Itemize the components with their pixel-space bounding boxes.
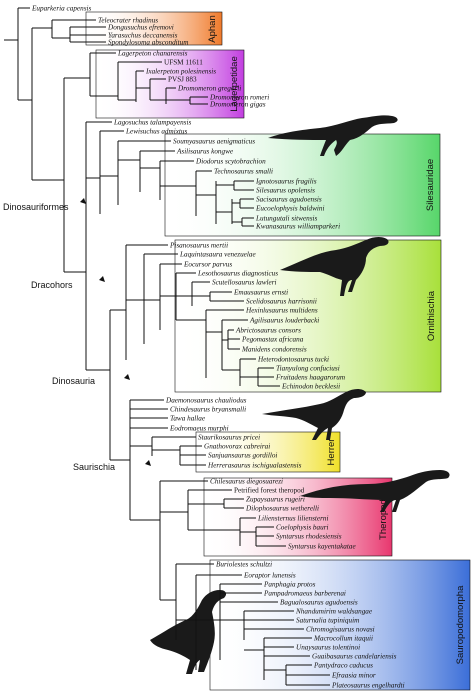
sauropodomorph-silhouette-icon (150, 590, 227, 674)
taxon-label: Lagosuchus talampayensis (113, 119, 191, 127)
taxon-label: Agilisaurus louderbacki (249, 317, 319, 325)
taxon-label: Echinodon becklesii (281, 383, 340, 391)
taxon-label: Silesaurus opolensis (256, 187, 315, 195)
taxon-label: Dromomeron gigas (209, 101, 266, 109)
taxon-label: Panphagia protos (263, 581, 316, 589)
taxon-label: Chilesaurus diegosuarezi (210, 478, 283, 486)
taxon-label: Lagerpeton chanarensis (117, 50, 188, 58)
node-label-dracohors: Dracohors (31, 280, 73, 290)
clade-box-lagerpetidae (95, 49, 245, 119)
taxon-label: Chindesaurus bryansmalli (170, 406, 246, 414)
taxon-label: Ixalerpeton polesinensis (145, 68, 216, 76)
taxon-label: Hexinlusaurus multidens (245, 307, 318, 315)
taxon-label: Macrocollum itaquii (313, 635, 373, 643)
taxon-label: Sacisaurus agudoensis (256, 196, 322, 204)
taxon-label: PVSJ 883 (168, 76, 197, 84)
clade-label-herrer: Herrer (326, 439, 337, 466)
taxon-label: Nhandumirim waldsangae (295, 608, 373, 616)
taxon-label: Abrictosaurus consors (235, 327, 301, 335)
taxon-label: Bagualosaurus agudoensis (280, 599, 358, 607)
taxon-label: Staurikosaurus pricei (198, 434, 260, 442)
taxon-label: Coelophysis bauri (276, 524, 329, 532)
herrerasaur-silhouette-icon (262, 389, 366, 440)
clade-label-sauropodomorpha: Sauropodomorpha (455, 585, 466, 664)
taxon-label: Eucoelophysis baldwini (255, 205, 324, 213)
taxon-label: Lewisuchus admixtus (125, 128, 187, 136)
taxon-label: Liliensternus liliensterni (257, 515, 328, 523)
node-label-dinosauriformes: Dinosauriformes (3, 202, 69, 212)
taxon-label: Scutellosaurus lawleri (212, 279, 277, 287)
node-arrow-dracohors (99, 276, 105, 282)
clade-label-aphan: Aphan (207, 15, 218, 42)
taxon-label: Daemonosaurus chauliodus (165, 397, 247, 405)
taxon-label: Plateosaurus engelhardti (331, 682, 405, 690)
taxon-label: Eoraptor lunensis (243, 572, 296, 580)
clade-label-theropoda: Theropoda (378, 493, 389, 540)
taxon-label: Syntarsus rhodesiensis (276, 533, 342, 541)
ornithischian-silhouette-icon (280, 237, 389, 296)
taxon-label: Gnathovorax cabreirai (204, 443, 270, 451)
taxon-label: Buriolestes schultzi (216, 561, 272, 569)
taxon-label: Yarasuchus deccanensis (108, 32, 178, 40)
taxon-label: Herrerasaurus ischigualastensis (207, 462, 302, 470)
taxon-label: Chromogisaurus novasi (306, 626, 375, 634)
taxon-label: Manidens condorensis (241, 346, 307, 354)
clade-box-aphan (85, 11, 223, 46)
taxon-label: Fruitadens haagarorum (275, 374, 345, 382)
taxon-label: Guaibasaurus candelariensis (312, 653, 397, 661)
taxon-label: Pampadromaeus barberenai (263, 590, 346, 598)
taxon-label: Scelidosaurus harrisonii (246, 298, 317, 306)
taxon-label: Efraasia minor (331, 672, 376, 680)
taxon-label: Dromomeron romeri (209, 94, 269, 102)
taxon-label: Zupaysaurus rugeiri (246, 496, 305, 504)
node-arrow-dinosauriformes (80, 198, 86, 204)
taxon-label: Syntarsus kayentakatae (288, 543, 356, 551)
taxon-label: Pisanosaurus mertii (169, 242, 228, 250)
taxon-label: UFSM 11611 (164, 59, 203, 67)
taxon-label: Teleocrater rhadinus (98, 17, 158, 25)
taxon-label: Soumyasaurus aenigmaticus (173, 138, 255, 146)
node-arrows (80, 198, 151, 466)
taxon-label: Lesothosaurus diagnosticus (197, 270, 278, 278)
taxon-label: Sanjuansaurus gordilloi (208, 452, 277, 460)
lewisuchus-silhouette-icon (268, 115, 398, 156)
taxon-label: Pegomastax africana (241, 336, 304, 344)
taxon-label: Ignotosaurus fragilis (255, 178, 317, 186)
clade-label-ornithischia: Ornithischia (426, 290, 437, 341)
clade-label-silesauridae: Silesauridae (425, 159, 436, 211)
taxon-label: Laquintasaura venezuelae (179, 251, 256, 259)
taxon-label: Tawa hallae (170, 415, 206, 423)
clade-label-lagerpetidae: Lagerpetidae (229, 56, 240, 111)
node-label-saurischia: Saurischia (73, 462, 115, 472)
taxon-label: Eodromaeus murphi (169, 425, 229, 433)
taxon-label: Eocursor parvus (183, 261, 232, 269)
taxon-label: Asilisaurus kongwe (176, 148, 234, 156)
taxon-label: Spondylosoma absconditum (108, 39, 188, 47)
taxon-label: Emausaurus ernsti (233, 289, 288, 297)
taxon-label: Kwanasaurus williamparkeri (255, 223, 340, 231)
taxon-label: Dongusuchus efremovi (107, 24, 174, 32)
node-arrow-dinosauria (124, 374, 130, 380)
taxon-label: Unaysaurus tolentinoi (296, 644, 360, 652)
taxon-label: Euparkeria capensis (31, 5, 91, 13)
node-arrow-saurischia (145, 460, 151, 466)
taxon-label: Saturnalia tupiniquim (296, 617, 359, 625)
taxon-label: Technosaurus smalli (214, 168, 273, 176)
taxon-label: Diodorus scytobrachion (195, 158, 266, 166)
clade-box-sauropodomorpha (209, 559, 471, 691)
tree-branches (4, 7, 330, 686)
taxon-label: Tianyulong confuciusi (276, 365, 340, 373)
taxon-label: Heterodontosaurus tucki (257, 356, 329, 364)
taxon-label: Pantydraco caducus (313, 662, 373, 670)
node-label-dinosauria: Dinosauria (52, 376, 95, 386)
theropod-silhouette-icon (300, 470, 450, 512)
taxon-label: Dromomeron gregorii (177, 85, 241, 93)
taxon-label: Petrified forest theropod (234, 487, 305, 495)
taxon-label: Lutungutali sitwensis (255, 215, 318, 223)
taxon-label: Dilophosaurus wetherelli (245, 505, 319, 513)
